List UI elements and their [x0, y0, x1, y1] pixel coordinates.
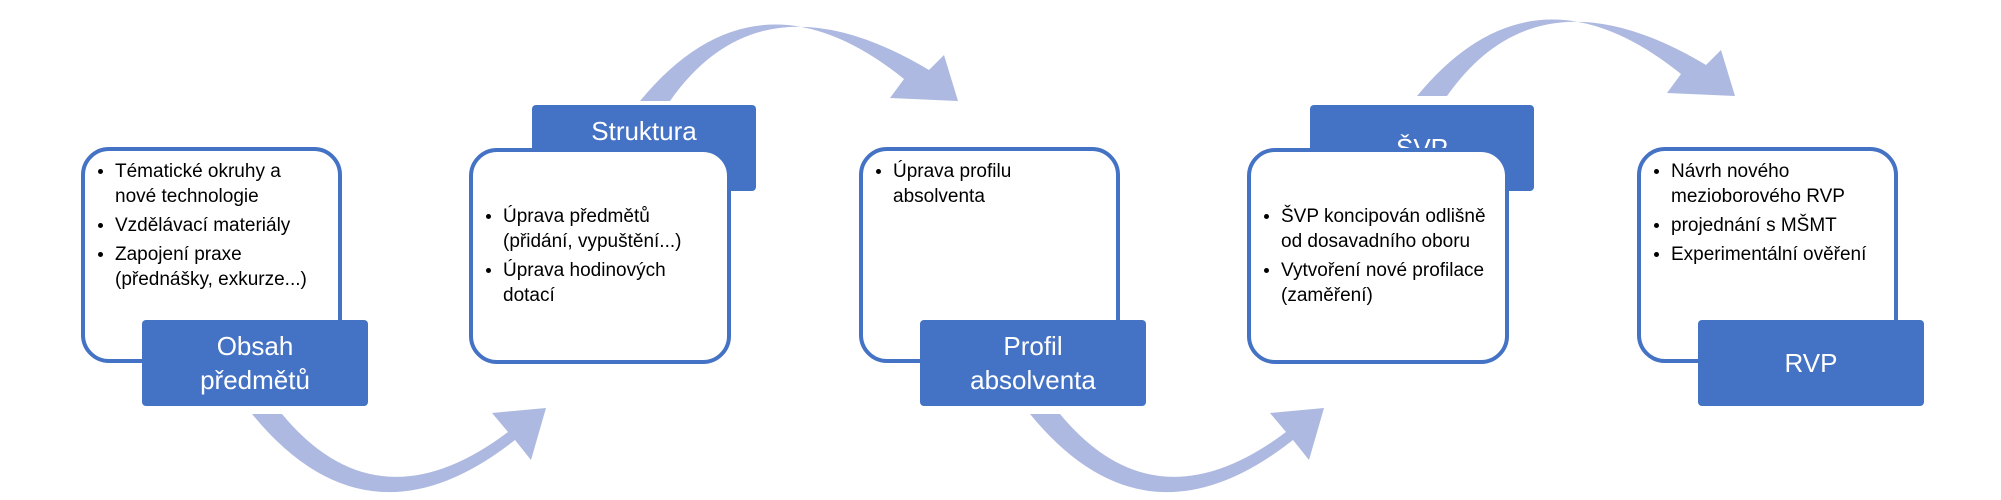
- list-item: Úprava předmětů (přidání, vypuštění...): [503, 204, 717, 254]
- stage-label-obsah: Obsah předmětů: [142, 320, 368, 406]
- list-item: projednání s MŠMT: [1671, 213, 1882, 238]
- stage-item-list: Úprava profilu absolventa: [863, 159, 1104, 209]
- arrow-stage4-to-stage5: [1417, 19, 1735, 96]
- stage-item-list: Úprava předmětů (přidání, vypuštění...) …: [473, 204, 717, 308]
- stage-label-rvp: RVP: [1698, 320, 1924, 406]
- stage-card-struktura: Úprava předmětů (přidání, vypuštění...) …: [469, 148, 731, 364]
- stage-item-list: Návrh nového mezioborového RVP projednán…: [1641, 159, 1882, 267]
- list-item: Experimentální ověření: [1671, 242, 1882, 267]
- list-item: Vzdělávací materiály: [115, 213, 326, 238]
- arrow-stage2-to-stage3: [640, 24, 958, 101]
- list-item: ŠVP koncipován odlišně od dosavadního ob…: [1281, 204, 1495, 254]
- list-item: Zapojení praxe (přednášky, exkurze...): [115, 242, 326, 292]
- list-item: Úprava hodinových dotací: [503, 258, 717, 308]
- stage-label-profil: Profil absolventa: [920, 320, 1146, 406]
- list-item: Vytvoření nové profilace (zaměření): [1281, 258, 1495, 308]
- list-item: Tématické okruhy a nové technologie: [115, 159, 326, 209]
- stage-item-list: Tématické okruhy a nové technologie Vzdě…: [85, 159, 326, 292]
- arrow-stage1-to-stage2: [252, 408, 546, 493]
- list-item: Úprava profilu absolventa: [893, 159, 1104, 209]
- stage-item-list: ŠVP koncipován odlišně od dosavadního ob…: [1251, 204, 1495, 308]
- stage-card-svp: ŠVP koncipován odlišně od dosavadního ob…: [1247, 148, 1509, 364]
- list-item: Návrh nového mezioborového RVP: [1671, 159, 1882, 209]
- arrow-stage3-to-stage4: [1030, 408, 1324, 493]
